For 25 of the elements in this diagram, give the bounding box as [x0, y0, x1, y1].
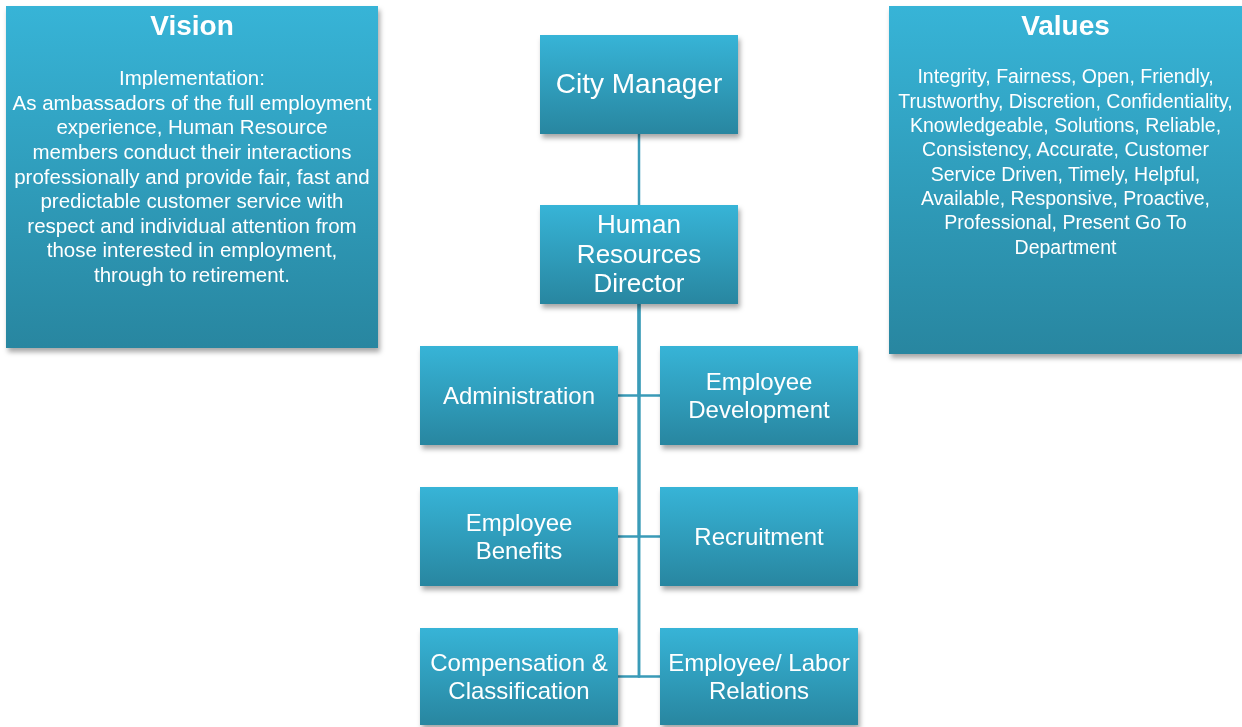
- box-label: Administration: [442, 381, 596, 410]
- connector-line: [637, 304, 660, 678]
- panel-text: Integrity, Fairness, Open, Friendly, Trustworthy, Discretion, Confidentiality, Knowledgeable, Solutions, Reliable, Consistency, Accurate, Customer Service Driven, Timely, Helpful, Available, Responsive, Proactive, Professional, Present Go To Department: [897, 64, 1234, 260]
- org-box: [420, 346, 618, 445]
- box-label: Human Resources Director: [575, 209, 703, 300]
- box-label: Employee/ Labor Relations: [667, 648, 851, 705]
- box-label: City Manager: [555, 68, 723, 101]
- org-box: [420, 487, 618, 586]
- connector-line: [637, 134, 641, 205]
- box-label: Compensation & Classification: [429, 648, 609, 705]
- panel-text: Implementation:: [119, 66, 265, 91]
- text-panel: [889, 6, 1242, 354]
- panel-text: As ambassadors of the full employment experience, Human Resource members conduct their interactions professionally and provide fair, fast and predictable customer service with respect and individual attention from those interested in employment, through to retirement.: [12, 90, 372, 288]
- org-box: [660, 487, 858, 586]
- org-box: [420, 628, 618, 725]
- box-label: Employee Development: [687, 367, 831, 424]
- panel-heading: Values: [1021, 10, 1110, 43]
- org-box: [660, 346, 858, 445]
- org-box: [660, 628, 858, 725]
- text-panel: [6, 6, 378, 348]
- box-label: Employee Benefits: [464, 508, 574, 565]
- org-box: [540, 35, 738, 134]
- box-label: Recruitment: [694, 522, 824, 551]
- org-box: [540, 205, 738, 304]
- panel-heading: Vision: [150, 10, 234, 43]
